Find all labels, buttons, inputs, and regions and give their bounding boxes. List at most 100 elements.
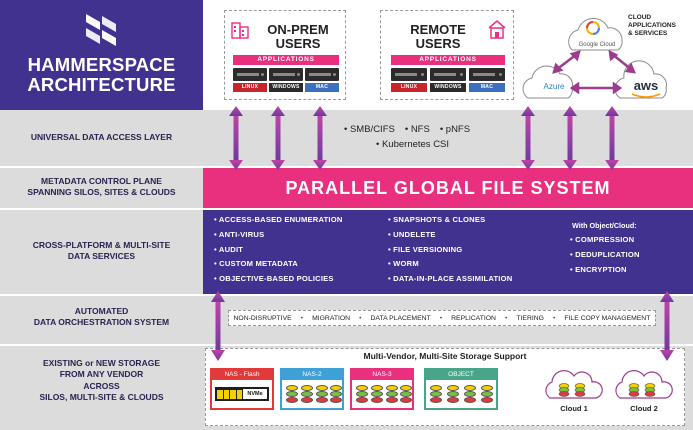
orch-item: TIERING [516, 314, 544, 322]
row-divider [0, 166, 693, 168]
double-arrow [211, 291, 225, 361]
cloud-services-graphic [522, 18, 667, 99]
object-header: OBJECT [426, 370, 496, 380]
server-icon [469, 68, 505, 81]
aws-label: aws [633, 78, 659, 93]
brand-title-line1: HAMMERSPACE [27, 54, 176, 75]
storage-nas3: NAS-3 [350, 368, 414, 410]
os-windows-tag: WINDOWS [430, 83, 466, 92]
services-col3-heading: With Object/Cloud: [572, 221, 637, 230]
os-mac-tag: MAC [305, 83, 339, 92]
house-icon [488, 20, 506, 39]
metadata-label-line1: METADATA CONTROL PLANE [41, 176, 162, 186]
server-icon [233, 68, 267, 81]
service-item: DATA-IN-PLACE ASSIMILATION [388, 272, 558, 287]
server-icon [305, 68, 339, 81]
orch-item: FILE COPY MANAGEMENT [564, 314, 651, 322]
nas3-header: NAS-3 [352, 370, 412, 380]
services-label-line1: CROSS-PLATFORM & MULTI-SITE [32, 240, 171, 250]
orchestration-box: NON-DISRUPTIVE• MIGRATION• DATA PLACEMEN… [228, 310, 656, 326]
service-item: CUSTOM METADATA [214, 257, 384, 272]
protocol-k8s: • Kubernetes CSI [376, 139, 450, 150]
service-item: SNAPSHOTS & CLONES [388, 213, 558, 228]
nvme-drive-icon: NVMe [215, 387, 269, 401]
service-item: UNDELETE [388, 228, 558, 243]
services-label: CROSS-PLATFORM & MULTI-SITE DATA SERVICE… [0, 240, 203, 261]
service-item: WORM [388, 257, 558, 272]
disk-stack-icon [447, 385, 459, 406]
double-arrow [521, 106, 535, 170]
server-icon [430, 68, 466, 81]
services-col2: SNAPSHOTS & CLONES UNDELETE FILE VERSION… [388, 213, 558, 287]
disk-stack-icon [301, 385, 313, 406]
remote-title-line2: USERS [415, 35, 461, 51]
row-divider [0, 344, 693, 346]
cloud-heading-line2: APPLICATIONS [628, 21, 676, 29]
service-item: ANTI-VIRUS [214, 228, 384, 243]
onprem-users-box: ON-PREM USERS APPLICATIONS LINUX WINDOWS… [224, 10, 346, 100]
orch-item: NON-DISRUPTIVE [233, 314, 292, 322]
onprem-applications-bar: APPLICATIONS [233, 55, 339, 65]
storage-label-line2: FROM ANY VENDOR [59, 369, 144, 380]
google-cloud-label: Google Cloud [578, 42, 616, 48]
protocol-smb: • SMB/CIFS [344, 124, 395, 135]
orch-item: REPLICATION [451, 314, 496, 322]
metadata-label: METADATA CONTROL PLANE SPANNING SILOS, S… [0, 176, 203, 197]
os-mac-tag: MAC [469, 83, 505, 92]
protocol-pnfs: • pNFS [439, 124, 471, 135]
google-cloud-icon [568, 18, 623, 51]
storage-label: EXISTING or NEW STORAGE FROM ANY VENDOR … [0, 358, 203, 404]
remote-applications-bar: APPLICATIONS [391, 55, 505, 65]
orchestration-label-line1: AUTOMATED [74, 306, 129, 316]
cloud1-label: Cloud 1 [560, 404, 588, 413]
disk-stack-icon [330, 385, 342, 406]
storage-label-line3: ACROSS [83, 380, 120, 391]
onprem-title-line1: ON-PREM [267, 22, 329, 37]
service-item: AUDIT [214, 243, 384, 258]
service-item: ENCRYPTION [570, 263, 688, 278]
protocol-nfs-text: NFS [410, 124, 430, 135]
orchestration-label: AUTOMATED DATA ORCHESTRATION SYSTEM [0, 306, 203, 327]
double-arrow [563, 106, 577, 170]
cloud-heading-line1: CLOUD [628, 14, 652, 21]
cloud2-storage-icon [615, 370, 673, 399]
protocol-smb-text: SMB/CIFS [349, 124, 395, 135]
disk-stack-icon [430, 385, 442, 406]
protocols: • SMB/CIFS • NFS • pNFS • Kubernetes CSI [344, 124, 504, 150]
brand-title-line2: ARCHITECTURE [27, 73, 176, 95]
services-label-line2: DATA SERVICES [67, 250, 136, 261]
onprem-title-line2: USERS [275, 35, 321, 51]
storage-nas-flash: NAS - Flash NVMe [210, 368, 274, 410]
disk-stack-icon [464, 385, 476, 406]
hammerspace-logo [86, 14, 116, 46]
cloud-apps-heading: CLOUD APPLICATIONS & SERVICES [628, 14, 692, 37]
service-item: FILE VERSIONING [388, 243, 558, 258]
access-layer-label: UNIVERSAL DATA ACCESS LAYER [30, 132, 173, 142]
double-arrow [605, 106, 619, 170]
remote-title-line1: REMOTE [410, 22, 466, 37]
service-item: DEDUPLICATION [570, 248, 688, 263]
services-col1: ACCESS-BASED ENUMERATION ANTI-VIRUS AUDI… [214, 213, 384, 287]
nvme-label: NVMe [243, 389, 267, 399]
disk-stack-icon [400, 385, 412, 406]
storage-label-line1: EXISTING or NEW STORAGE [43, 358, 160, 368]
disk-stack-icon [356, 385, 368, 406]
service-item: COMPRESSION [570, 233, 688, 248]
storage-nas2: NAS-2 [280, 368, 344, 410]
nas-flash-header: NAS - Flash [212, 370, 272, 380]
double-arrow [660, 291, 674, 361]
storage-label-line4: SILOS, MULTI-SITE & CLOUDS [39, 392, 164, 403]
server-icon [391, 68, 427, 81]
remote-users-box: REMOTE USERS APPLICATIONS LINUX WINDOWS … [380, 10, 514, 100]
disk-stack-icon [316, 385, 328, 406]
protocol-pnfs-text: pNFS [445, 124, 471, 135]
row-divider [0, 294, 693, 296]
access-layer-band [0, 110, 693, 166]
service-item: OBJECTIVE-BASED POLICIES [214, 272, 384, 287]
cloud-heading-line3: & SERVICES [628, 29, 668, 37]
cloud2-label: Cloud 2 [630, 404, 658, 413]
double-arrow [271, 106, 285, 170]
os-linux-tag: LINUX [233, 83, 267, 92]
brand-title: HAMMERSPACE ARCHITECTURE [0, 55, 203, 95]
